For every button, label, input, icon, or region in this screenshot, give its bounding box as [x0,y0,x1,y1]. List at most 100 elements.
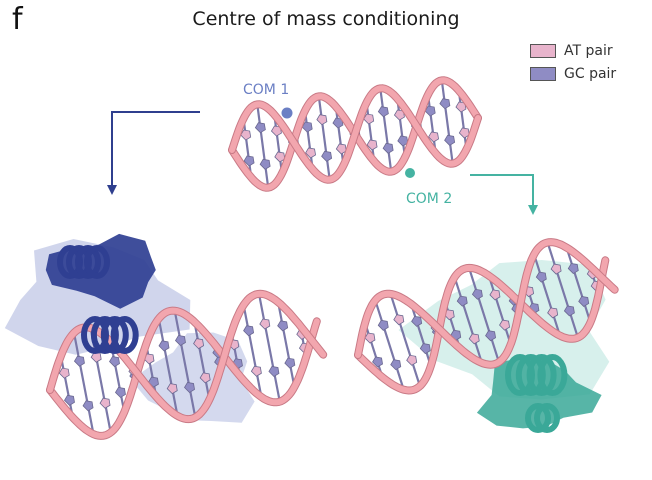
alpha-helix-coil [84,245,110,279]
nucleobase [73,355,85,367]
nucleobase [535,271,547,283]
legend-gc-pair: GC pair [530,66,616,82]
at-pair-label: AT pair [564,43,613,59]
protein-blue-helix-front [57,245,139,354]
nucleobase [184,382,195,393]
com1-label: COM 1 [243,82,290,98]
alpha-helix-coil [75,245,101,279]
base-pair-rung [59,354,74,419]
base-pair-rung [364,321,384,379]
base-pair-rung [334,105,345,167]
nucleobase [109,356,120,368]
nucleobase [372,356,383,368]
nucleobase [428,131,439,143]
nucleobase [58,367,70,379]
base-pair-rung [396,97,407,159]
nucleobase [82,400,94,412]
nucleobase [439,98,451,110]
nucleobase [364,332,376,344]
nucleobase [411,315,423,327]
nucleobase [458,127,470,139]
nucleobase [243,155,255,167]
nucleobase [547,307,559,319]
nucleobase [305,147,316,159]
base-pair-rung [273,113,284,175]
base-pair-rung [487,274,512,346]
nucleobase [301,121,313,133]
com1-point [281,107,293,119]
nucleobase [406,354,418,366]
nucleobase [268,366,280,377]
com2-point [405,168,415,178]
nucleobase [363,113,375,125]
nucleobase [366,139,378,151]
alpha-helix-coil [100,316,129,354]
nucleobase [382,142,394,154]
base-pair-rung [365,101,376,163]
base-pair-rung [72,331,95,436]
nucleobase [468,333,480,345]
nucleobase [166,383,178,395]
base-pair-rung [277,301,296,388]
nucleobase [254,122,266,134]
backbone-strand-2 [355,239,618,368]
base-pair-rung [157,317,179,417]
base-pair-rung [242,117,253,179]
nucleobase [456,295,468,307]
nucleobase [563,305,575,317]
nucleobase [99,397,111,409]
nucleobase [316,114,328,126]
base-pair-rung [193,320,211,401]
nucleobase [193,338,205,350]
nucleobase [158,340,170,352]
base-pair-rung [457,89,468,151]
nucleobase [390,359,402,371]
base-pair-rung [468,266,500,364]
panel-letter: f [12,2,23,37]
nucleobase [277,320,289,332]
dna-helix-top [228,76,482,192]
nucleobase [424,105,436,117]
nucleobase [393,314,405,326]
arrow-to-protein-teal [470,174,538,215]
nucleobase [321,150,333,162]
base-pair-rung [374,299,405,391]
base-pair-rung [256,103,270,189]
nucleobase [455,101,467,113]
alpha-helix-coil [525,403,551,433]
nucleobase [199,372,211,384]
alpha-helix-coil [537,354,568,396]
nucleobase [335,143,347,155]
dna-helix-right [354,238,619,395]
nucleobase [567,263,579,275]
nucleobase [578,296,590,307]
nucleobase [471,288,483,300]
nucleobase [419,343,431,355]
base-pair-rung [532,253,562,337]
figure-title: Centre of mass conditioning [192,8,460,30]
nucleobase [377,319,389,331]
nucleobase [332,117,344,129]
nucleobase [284,357,296,369]
nucleobase [393,109,405,121]
nucleobase [397,135,409,147]
base-pair-rung [546,241,580,339]
base-pair-rung [440,79,454,165]
arrow-to-protein-blue [107,111,200,195]
gc-pair-label: GC pair [564,66,617,82]
base-pair-rung [426,93,437,155]
base-pair-rung [453,276,483,364]
nucleobase [485,330,497,342]
nucleobase [550,263,562,275]
nucleobase [499,319,510,331]
backbone-strand-2 [229,85,481,183]
backbone-strand-1 [355,257,609,394]
nucleobase [174,335,186,347]
base-pair-rung [145,343,158,398]
gc-pair-swatch [530,67,556,81]
at-pair-swatch [530,44,556,58]
legend-at-pair: AT pair [530,43,613,59]
base-pair-rung [173,309,197,419]
base-pair-rung [410,302,432,368]
nucleobase [250,365,262,377]
